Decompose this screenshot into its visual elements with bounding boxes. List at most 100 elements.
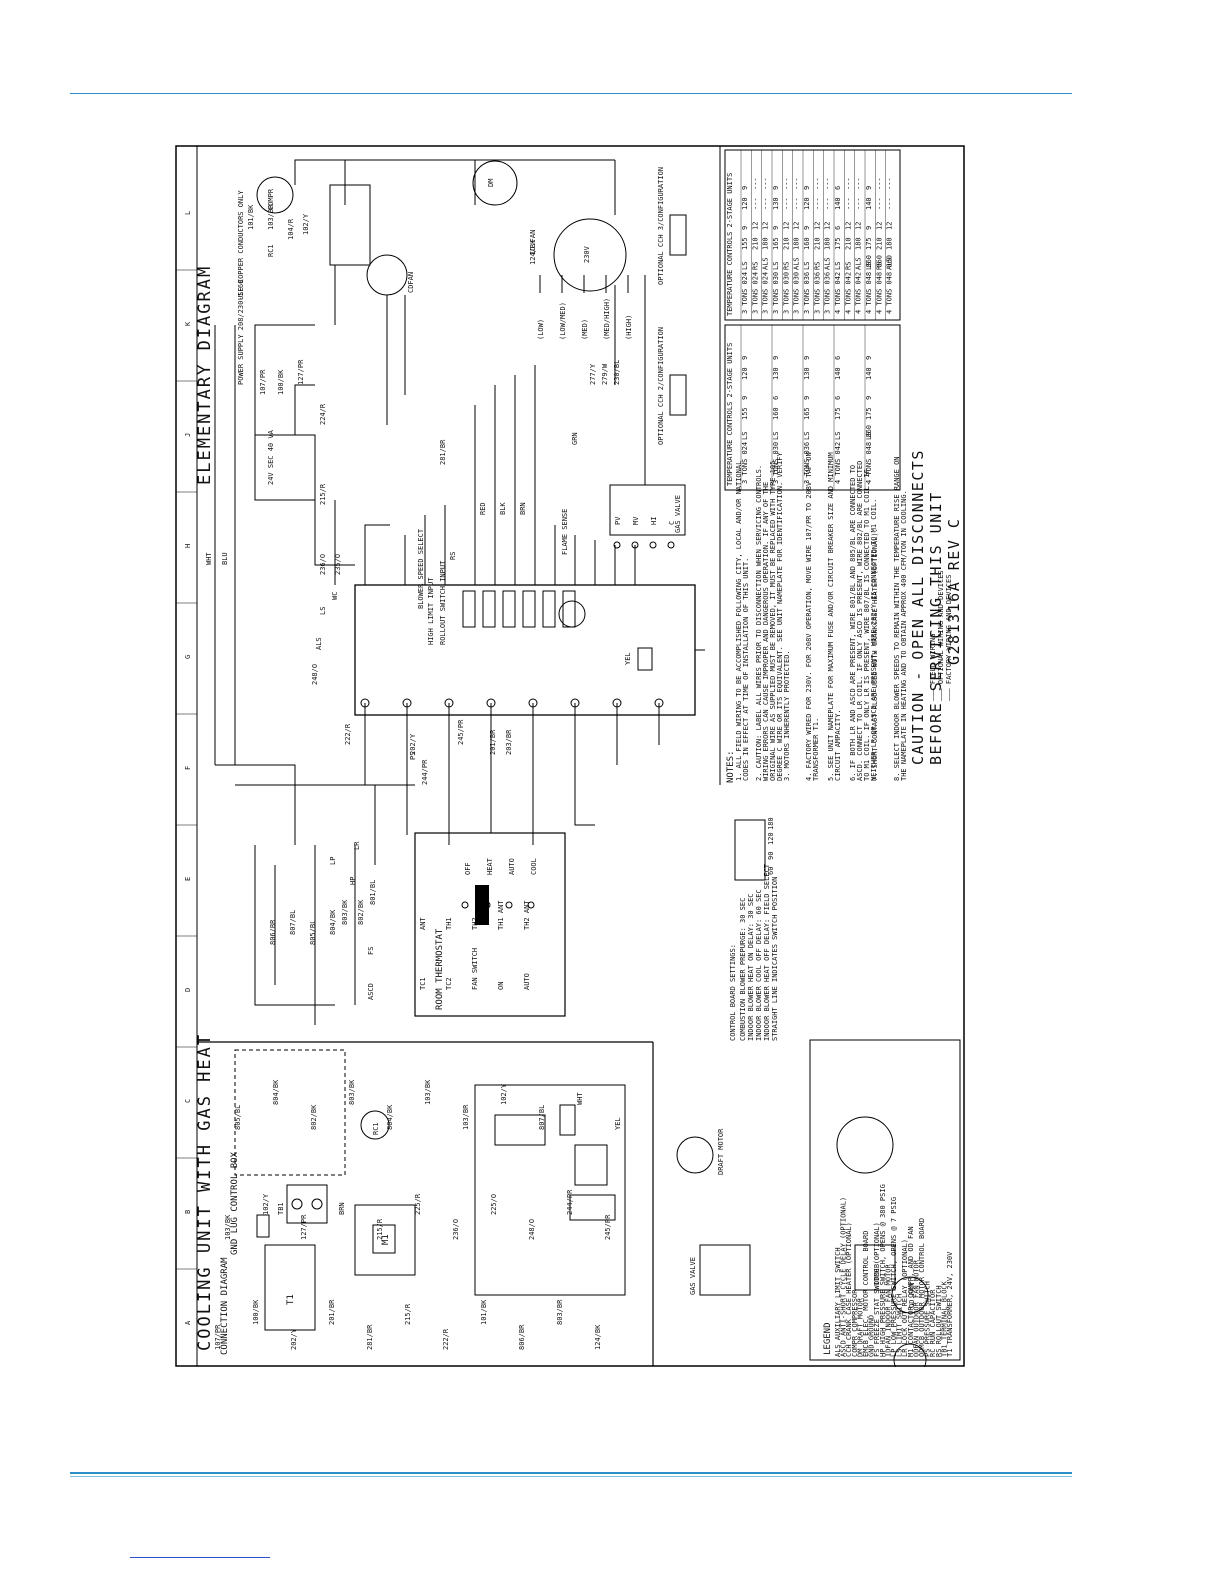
temp-table-cell: 3 TONS 036 <box>803 442 811 484</box>
temp-table-cell: 12 <box>813 222 821 230</box>
note-line: 2. CAUTION: LABEL ALL WIRES PRIOR TO DIS… <box>755 465 763 781</box>
connection-diagram: CONNECTION DIAGRAM GND LUG CONTROL BOX T… <box>214 1049 751 1355</box>
grid-letter: K <box>184 321 192 326</box>
delay-option: 120 <box>767 832 775 845</box>
notes-region: NOTES: 1. ALL FIELD WIRING TO BE ACCOMPL… <box>726 451 953 1041</box>
diagram-title: COOLING UNIT WITH GAS HEAT <box>195 1033 215 1351</box>
connection-wire-label: 225/O <box>490 1194 498 1215</box>
temp-table-cell: RS <box>813 262 821 270</box>
elementary-wire-label: 248/O <box>311 664 319 685</box>
elementary-wire-label: 805/BL <box>309 920 317 945</box>
grid-letter: L <box>184 211 192 215</box>
note-item: 3. MOTORS INHERENTLY PROTECTED. <box>783 650 791 781</box>
temp-table-cell: --- <box>844 177 852 190</box>
tb1-terminal-b <box>311 1198 323 1210</box>
rc1-capacitor-connection <box>360 1110 390 1140</box>
temp-table-cell: 3 TONS 024 <box>751 272 759 314</box>
temp-table-title: TEMPERATURE CONTROLS 2-STAGE UNITS <box>726 343 734 486</box>
notes-items: 1. ALL FIELD WIRING TO BE ACCOMPLISHED F… <box>735 451 908 781</box>
draft-motor <box>472 160 518 206</box>
thermostat-switch-label: TH2 ANT <box>523 900 531 930</box>
elementary-wire-label: WC <box>331 592 339 600</box>
idfan-voltage: 230V <box>583 245 591 263</box>
elementary-wire-label: 202/Y <box>409 733 417 755</box>
legend-item: COMPR COMPRESSOR <box>851 1289 859 1357</box>
temp-table-cell: 3 TONS 030 <box>772 442 780 484</box>
elementary-wire-label: BRN <box>519 502 527 515</box>
legend-item: ODMCB OUTDOOR MOTOR CONTROL BOARD <box>918 1218 926 1357</box>
power-supply-label: POWER SUPPLY 208/230-1-60 <box>237 280 245 385</box>
cch-heater-1 <box>669 214 687 256</box>
wiring-legend-item: ——— FIELD WIRING <box>929 634 937 701</box>
elementary-wire-label: 224/R <box>319 403 327 425</box>
temp-table-cell: 120 <box>803 197 811 210</box>
note-line: 8. SELECT INDOOR BLOWER SPEEDS TO REMAIN… <box>893 456 901 781</box>
elementary-wire-label: 101/BK <box>247 204 255 230</box>
tb1-terminal-a <box>291 1198 303 1210</box>
thermostat-mode: HEAT <box>486 857 494 875</box>
note-line: TRANSFORMER T1. <box>812 718 820 781</box>
board-relay <box>569 1194 616 1221</box>
thermostat-switch-label: FAN SWITCH <box>471 948 479 990</box>
board-relay-block <box>462 590 476 628</box>
rc1-label: RC1 <box>372 1122 380 1135</box>
elementary-wire-label: 127/PR <box>297 359 305 385</box>
wire <box>314 500 355 566</box>
room-thermostat <box>414 832 566 1017</box>
note-item: 4. FACTORY WIRED FOR 230V. FOR 208V OPER… <box>805 452 820 781</box>
note-line: CIRCUIT AMPACITY. <box>834 709 842 781</box>
temp-table-cell: 3 TONS 024 <box>741 442 749 484</box>
temp-table-cell: --- <box>793 177 801 190</box>
elementary-wire-label: RED <box>479 502 487 515</box>
temp-table-cell: RS <box>875 262 883 270</box>
elementary-wire-label: 277/Y <box>589 363 597 385</box>
temp-table-border <box>724 324 901 491</box>
temp-table-cell: 210 <box>875 237 883 250</box>
note-item: 2. CAUTION: LABEL ALL WIRES PRIOR TO DIS… <box>755 451 784 781</box>
temp-table-cell: 210 <box>751 237 759 250</box>
gas-valve-terminal-dot <box>649 541 657 549</box>
elementary-wire-label: WHT <box>205 552 213 565</box>
draft-motor-connection <box>676 1136 714 1174</box>
high-limit-label: HIGH LIMIT INPUT <box>427 577 435 645</box>
temp-table-cell: 3 TONS 030 <box>772 272 780 314</box>
connection-wire-label: 101/BK <box>480 1299 488 1325</box>
elementary-wire-label: RS <box>449 552 457 560</box>
temp-table-cell: 4 TONS 042 <box>855 272 863 314</box>
optional-cch: OPTIONAL CCH 3/CONFIGURATION OPTIONAL CC… <box>657 167 687 445</box>
temp-table-cell: LS <box>803 432 811 440</box>
footer-link-underline <box>130 1557 270 1558</box>
compressor <box>256 176 294 214</box>
temperature-tables: TEMPERATURE CONTROLS 2-STAGE UNITS 3 TONS… <box>724 149 901 491</box>
temp-table-cell: 9 <box>803 186 811 190</box>
connection-wire-labels: 107/PR100/BK202/Y201/BR281/BR215/R222/R1… <box>214 1079 622 1350</box>
gas-valve-terminal-dot <box>667 541 675 549</box>
elementary-wire-label: BLU <box>221 552 229 565</box>
elementary-wire-label: LP <box>329 857 337 865</box>
elementary-wire-label: 804/BK <box>329 909 337 935</box>
temp-table-cell: --- <box>855 197 863 210</box>
temp-table-cell: 3 TONS 024 <box>741 272 749 314</box>
temp-table-cell: LS <box>834 262 842 270</box>
elementary-wire-label: 100/BK <box>277 369 285 395</box>
ascd-lr-block <box>234 1049 346 1176</box>
temp-table-cell: LS <box>865 432 873 440</box>
blower-speed-label: BLOWER SPEED SELECT <box>417 528 425 609</box>
gas-valve-terminal: PV <box>614 516 622 525</box>
temp-table-cell: 6 <box>772 396 780 400</box>
board-relay-block <box>522 590 536 628</box>
thermostat-mode: AUTO <box>508 858 516 875</box>
temp-table-cell: 12 <box>751 222 759 230</box>
idfan-label: ID.FAN <box>529 230 537 255</box>
temp-table-cell: 130 <box>772 367 780 380</box>
legend-item: LS LIMIT SWITCH <box>896 1294 904 1357</box>
elementary-wire-label: GRN <box>571 432 579 445</box>
copper-label: USE COPPER CONDUCTORS ONLY <box>237 190 245 300</box>
legend-item: M1 CONTACTOR, COMPR. AND OD FAN <box>907 1226 915 1357</box>
temp-table-cell: --- <box>793 197 801 210</box>
connection-wire-label: 102/Y <box>500 1083 508 1105</box>
